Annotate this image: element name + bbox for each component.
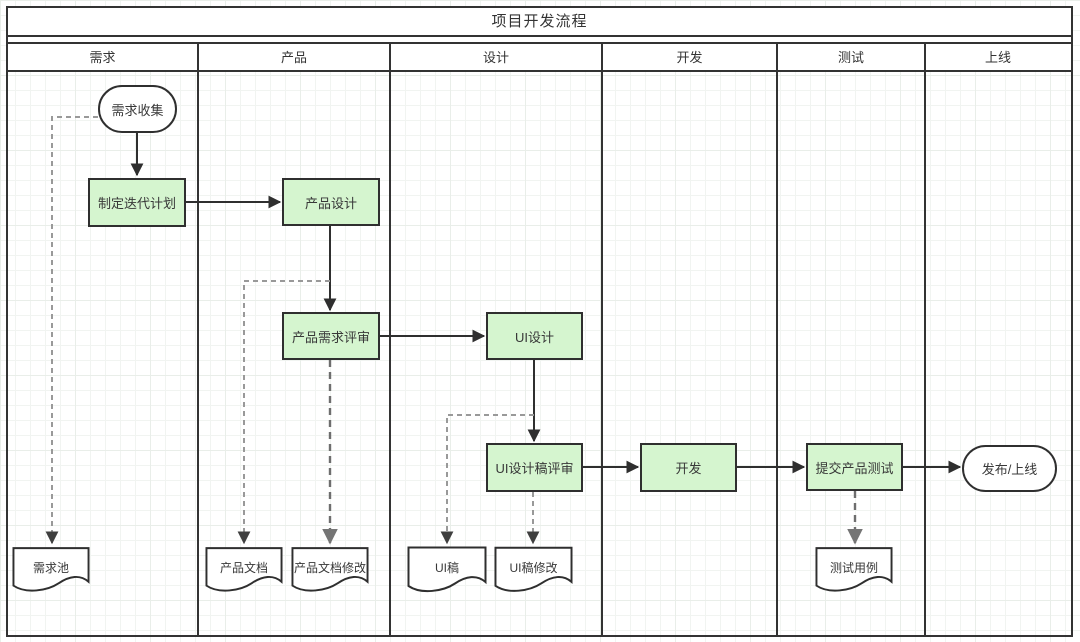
node-test-case[interactable]: 测试用例 bbox=[815, 546, 893, 596]
document-label: 测试用例 bbox=[829, 560, 878, 575]
pool-header-background bbox=[6, 6, 1073, 70]
document-label: 产品文档修改 bbox=[293, 560, 366, 575]
lane-header-develop[interactable]: 开发 bbox=[676, 49, 703, 65]
pool-title-divider bbox=[6, 35, 1073, 37]
node-product-doc[interactable]: 产品文档 bbox=[205, 546, 283, 596]
lane-divider-1 bbox=[197, 42, 199, 637]
lane-header-launch[interactable]: 上线 bbox=[984, 49, 1011, 65]
node-requirement-pool[interactable]: 需求池 bbox=[12, 546, 90, 596]
document-shape bbox=[12, 547, 90, 592]
node-product-requirement-review[interactable]: 产品需求评审 bbox=[282, 312, 380, 360]
lane-header-design[interactable]: 设计 bbox=[482, 49, 509, 65]
lane-header-test[interactable]: 测试 bbox=[837, 49, 864, 65]
document-label: UI稿 bbox=[434, 560, 459, 575]
edge-productdesign-to-doc bbox=[237, 280, 330, 545]
document-shape bbox=[291, 547, 369, 592]
lane-divider-4 bbox=[776, 42, 778, 637]
lane-divider-5 bbox=[924, 42, 926, 637]
document-shape bbox=[205, 547, 283, 592]
node-product-design[interactable]: 产品设计 bbox=[282, 178, 380, 226]
document-label: UI稿修改 bbox=[509, 560, 558, 575]
lane-divider-2 bbox=[389, 42, 391, 637]
lane-header-product[interactable]: 产品 bbox=[280, 49, 307, 65]
document-label: 需求池 bbox=[32, 560, 69, 575]
lane-header-bottom-border bbox=[6, 70, 1073, 72]
node-ui-draft-review[interactable]: UI设计稿评审 bbox=[486, 443, 583, 492]
pool-border bbox=[6, 6, 1073, 637]
document-label: 产品文档 bbox=[219, 560, 268, 575]
pool-title[interactable]: 项目开发流程 bbox=[491, 13, 588, 30]
document-shape bbox=[407, 546, 487, 593]
lane-header-top-border bbox=[6, 42, 1073, 44]
edge-collect-to-pool bbox=[45, 116, 98, 545]
node-ui-draft[interactable]: UI稿 bbox=[407, 546, 487, 596]
node-iteration-plan[interactable]: 制定迭代计划 bbox=[88, 178, 186, 227]
node-submit-product-test[interactable]: 提交产品测试 bbox=[806, 443, 903, 491]
node-product-doc-edit[interactable]: 产品文档修改 bbox=[291, 546, 369, 596]
node-requirement-collect[interactable]: 需求收集 bbox=[98, 85, 177, 133]
document-shape bbox=[815, 547, 893, 592]
document-shape bbox=[494, 546, 573, 592]
edge-uidesign-to-uidraft bbox=[440, 414, 534, 545]
node-ui-design[interactable]: UI设计 bbox=[486, 312, 583, 360]
node-develop[interactable]: 开发 bbox=[640, 443, 737, 492]
lane-header-requirements[interactable]: 需求 bbox=[89, 49, 116, 65]
node-ui-draft-edit[interactable]: UI稿修改 bbox=[494, 546, 573, 596]
lane-divider-3 bbox=[601, 42, 603, 637]
node-release[interactable]: 发布/上线 bbox=[962, 445, 1057, 492]
